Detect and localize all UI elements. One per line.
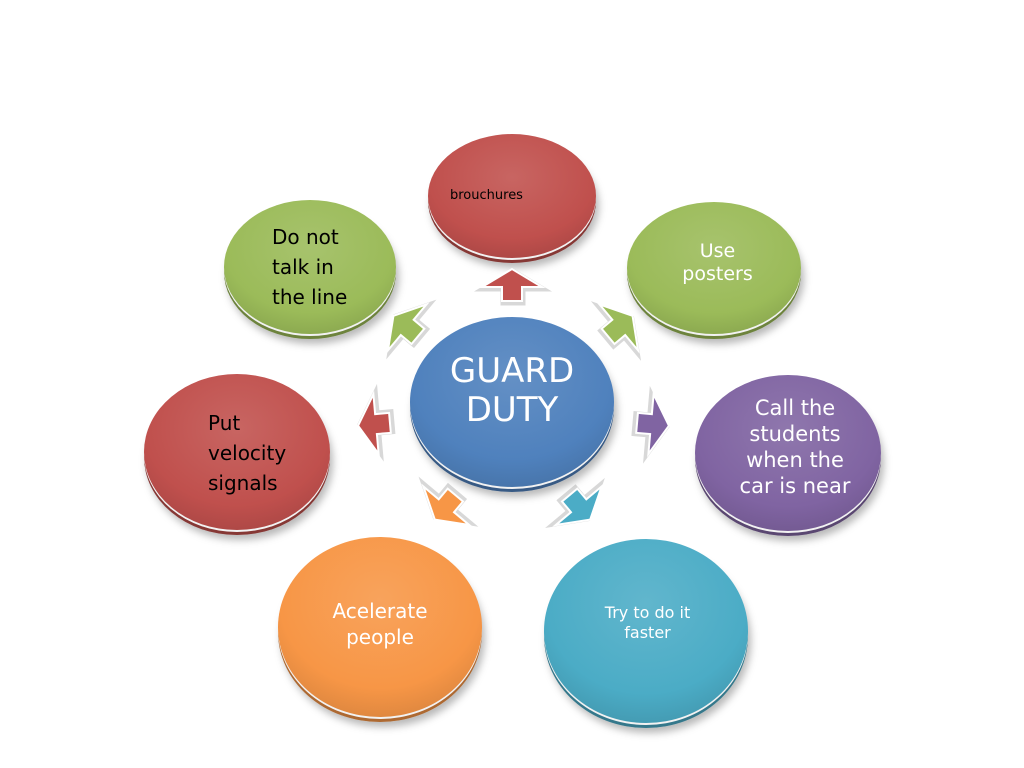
node-do-not-talk-circle xyxy=(224,200,396,339)
node-brouchures-label: brouchures xyxy=(450,188,523,204)
node-try-faster-circle xyxy=(544,539,748,728)
node-do-not-talk-line-2: talk in xyxy=(272,255,334,279)
arrow-acelerate-people xyxy=(418,476,479,527)
arrow-put-velocity xyxy=(356,383,396,462)
node-use-posters-line-2: posters xyxy=(682,263,753,286)
node-acelerate-people-label: Acelerate people xyxy=(305,598,455,650)
node-acelerate-people-line-1: Acelerate xyxy=(332,599,428,623)
node-call-students-line-2: students xyxy=(749,422,841,447)
arrow-call-students xyxy=(631,385,671,464)
center-label-line-2: DUTY xyxy=(465,390,559,431)
node-put-velocity-line-3: signals xyxy=(208,471,278,495)
node-use-posters-label: Use posters xyxy=(655,240,780,286)
node-do-not-talk-label: Do not talk in the line xyxy=(272,222,347,312)
node-put-velocity-circle xyxy=(144,374,330,535)
node-put-velocity-line-1: Put xyxy=(208,411,241,435)
node-brouchures-circle xyxy=(428,134,596,263)
center-label-line-1: GUARD xyxy=(449,351,575,391)
node-do-not-talk-line-3: the line xyxy=(272,285,348,309)
arrow-use-posters xyxy=(590,301,642,361)
node-try-faster-line-1: Try to do it xyxy=(604,603,691,622)
center-circle xyxy=(410,317,614,492)
node-acelerate-people-line-2: people xyxy=(346,625,414,649)
arrow-do-not-talk xyxy=(386,299,437,360)
node-put-velocity-line-2: velocity xyxy=(208,441,287,465)
arrow-brouchures xyxy=(473,267,553,306)
node-call-students-label: Call the students when the car is near xyxy=(710,395,880,499)
node-brouchures-line-1: brouchures xyxy=(450,188,523,203)
node-call-students-circle xyxy=(695,375,881,536)
node-try-faster-line-2: faster xyxy=(624,623,671,642)
node-try-faster-label: Try to do it faster xyxy=(575,603,720,643)
node-put-velocity-label: Put velocity signals xyxy=(208,408,286,498)
node-use-posters-line-1: Use xyxy=(699,240,736,262)
node-use-posters-circle xyxy=(627,202,801,339)
node-call-students-line-4: car is near xyxy=(739,474,851,499)
center-label: GUARD DUTY xyxy=(412,351,612,431)
node-call-students-line-3: when the xyxy=(746,448,844,473)
node-acelerate-people-circle xyxy=(278,537,482,722)
node-call-students-line-1: Call the xyxy=(754,396,836,420)
node-do-not-talk-line-1: Do not xyxy=(272,225,339,249)
arrow-try-faster xyxy=(545,477,605,529)
